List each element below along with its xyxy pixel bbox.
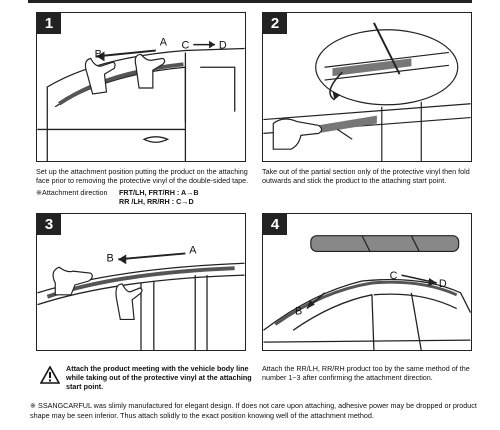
label-a: A <box>189 244 197 256</box>
label-b: B <box>107 252 114 264</box>
step-4-illustration: B C D <box>263 235 471 350</box>
step-1-caption: Set up the attachment position putting t… <box>36 167 249 185</box>
step-number: 3 <box>37 214 61 235</box>
step-number: 4 <box>263 214 287 235</box>
step-1-panel: A B C D 1 <box>36 12 246 162</box>
step-1-illustration: A B C D <box>37 37 245 161</box>
step-2-caption: Take out of the partial section only of … <box>262 167 470 185</box>
label-a: A <box>160 37 168 49</box>
step-number: 2 <box>263 13 287 34</box>
step-number: 1 <box>37 13 61 34</box>
step-3-panel: A B 3 <box>36 213 246 351</box>
direction-value: RR /LH, RR/RH : C→D <box>119 197 194 206</box>
step-2-panel: 2 <box>262 12 472 162</box>
label-b: B <box>95 48 102 60</box>
step-4-caption: Attach the RR/LH, RR/RH product too by t… <box>262 364 470 382</box>
step-3-illustration: A B <box>37 244 245 350</box>
label-b: B <box>295 306 302 318</box>
label-d: D <box>439 278 447 290</box>
step-3-caption: Attach the product meeting with the vehi… <box>66 364 252 391</box>
label-c: C <box>390 270 398 282</box>
top-rule <box>28 0 472 3</box>
warning-icon <box>40 366 60 384</box>
attachment-direction-heading: ※Attachment direction <box>36 188 108 197</box>
label-d: D <box>219 40 227 52</box>
attachment-direction: ※Attachment direction FRT/LH, FRT/RH : A… <box>36 188 251 206</box>
footnote: ※ SSANGCARFUL was slimly manufactured fo… <box>30 401 477 420</box>
label-c: C <box>181 40 189 52</box>
step-2-illustration <box>263 22 471 161</box>
step-4-panel: B C D 4 <box>262 213 472 351</box>
direction-value: FRT/LH, FRT/RH : A→B <box>119 188 199 197</box>
